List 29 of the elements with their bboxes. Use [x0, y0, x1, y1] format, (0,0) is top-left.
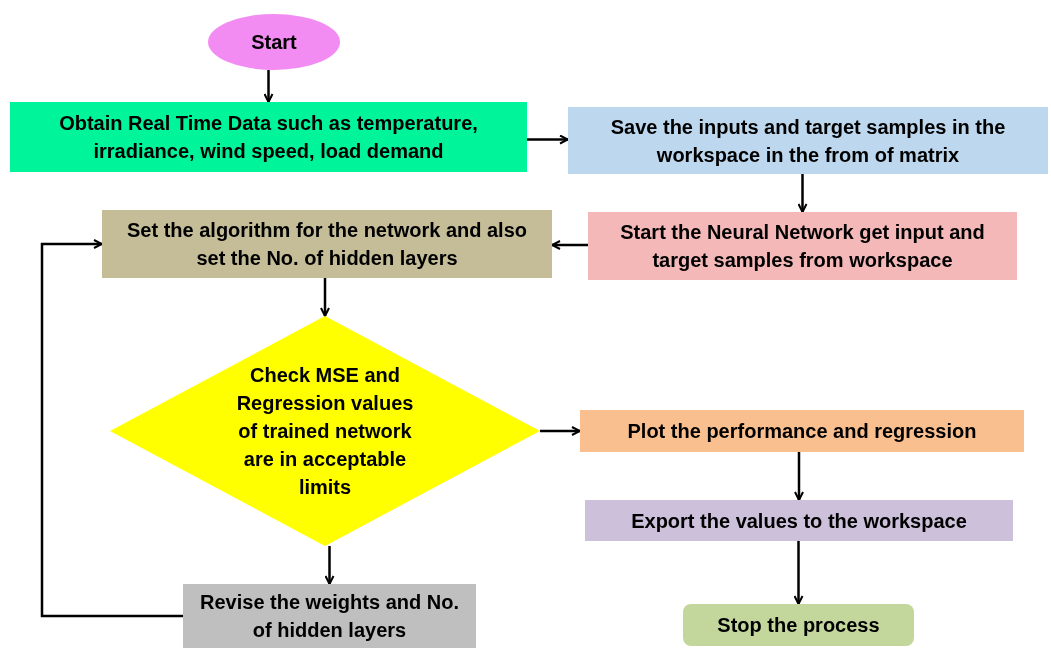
node-text: Plot the performance and regression	[626, 419, 978, 444]
arrow	[320, 278, 330, 317]
arrow	[324, 546, 335, 585]
end-terminal	[683, 604, 914, 646]
arrow	[551, 240, 588, 250]
arrow	[540, 426, 581, 436]
process-box	[588, 212, 1017, 280]
decision-diamond	[110, 316, 540, 546]
process-box	[183, 584, 476, 648]
process-box	[580, 410, 1024, 452]
process-box	[585, 500, 1013, 541]
node-text: Save the inputs and target samples in the workspace in the from of matrix	[609, 114, 1007, 168]
node-text: Obtain Real Time Data such as temperature, irradiance, wind speed, load demand	[58, 111, 479, 164]
node-text: Check MSE and Regression values of trained network are in acceptable limits	[235, 363, 415, 500]
arrow	[797, 174, 808, 213]
node-text: Set the algorithm for the network and also set the No. of hidden layers	[125, 218, 529, 271]
process-box	[102, 210, 552, 278]
node-text: Stop the process	[716, 613, 881, 638]
node-text: Start	[250, 30, 298, 55]
arrow	[527, 134, 569, 145]
arrow	[40, 239, 183, 618]
arrow	[793, 541, 804, 605]
node-text: Revise the weights and No. of hidden layers	[199, 590, 460, 643]
node-text: Start the Neural Network get input and target samples from workspace	[619, 220, 986, 273]
arrow	[263, 70, 274, 103]
node-text: Export the values to the workspace	[630, 508, 968, 534]
arrow	[794, 452, 804, 501]
process-box	[568, 107, 1048, 174]
process-box	[10, 102, 527, 172]
